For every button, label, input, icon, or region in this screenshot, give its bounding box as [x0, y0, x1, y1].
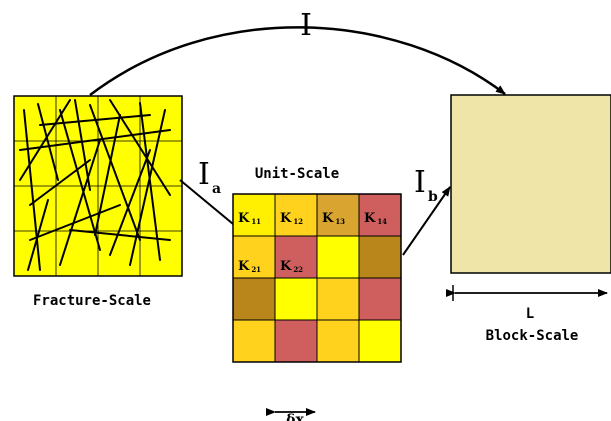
unit-cell-r4-c2 — [274, 319, 318, 363]
unit-cell-r3-c4 — [358, 277, 402, 321]
unit-cell-r1-c3 — [316, 193, 360, 237]
transfer-arc-main — [89, 26, 506, 96]
unit-grid-frame — [232, 193, 402, 363]
block-scale-label: Block-Scale — [486, 328, 579, 344]
unit-cell-r4-c1 — [232, 319, 276, 363]
svg-text:I: I — [198, 157, 210, 192]
unit-cell-r2-c2 — [274, 235, 318, 279]
unit-cell-r2-c4 — [358, 235, 402, 279]
unit-cell-r2-c3 — [316, 235, 360, 279]
block-length-dimension — [446, 285, 608, 301]
unit-cell-r3-c3 — [316, 277, 360, 321]
fracture-network — [19, 99, 171, 271]
unit-cell-r2-c1 — [232, 235, 276, 279]
unit-cell-r4-c3 — [316, 319, 360, 363]
transfer-arrow-b — [402, 186, 451, 256]
svg-text:b: b — [428, 189, 438, 205]
block-scale-block — [450, 94, 611, 274]
block-length-label: L — [526, 306, 534, 322]
unit-cell-r3-c2 — [274, 277, 318, 321]
unit-scale-grid — [232, 193, 402, 363]
unit-scale-label: Unit-Scale — [255, 166, 339, 182]
transfer-main-symbol: I — [300, 8, 312, 43]
unit-cell-r3-c1 — [232, 277, 276, 321]
fracture-scale-block — [13, 95, 183, 277]
svg-text:a: a — [212, 181, 221, 197]
fracture-scale-label: Fracture-Scale — [33, 293, 151, 309]
transfer-a-symbol: I a — [198, 157, 221, 197]
cell-size-label: δx — [286, 412, 304, 421]
svg-text:I: I — [414, 165, 426, 200]
unit-cell-r4-c4 — [358, 319, 402, 363]
transfer-b-symbol: I b — [414, 165, 438, 205]
